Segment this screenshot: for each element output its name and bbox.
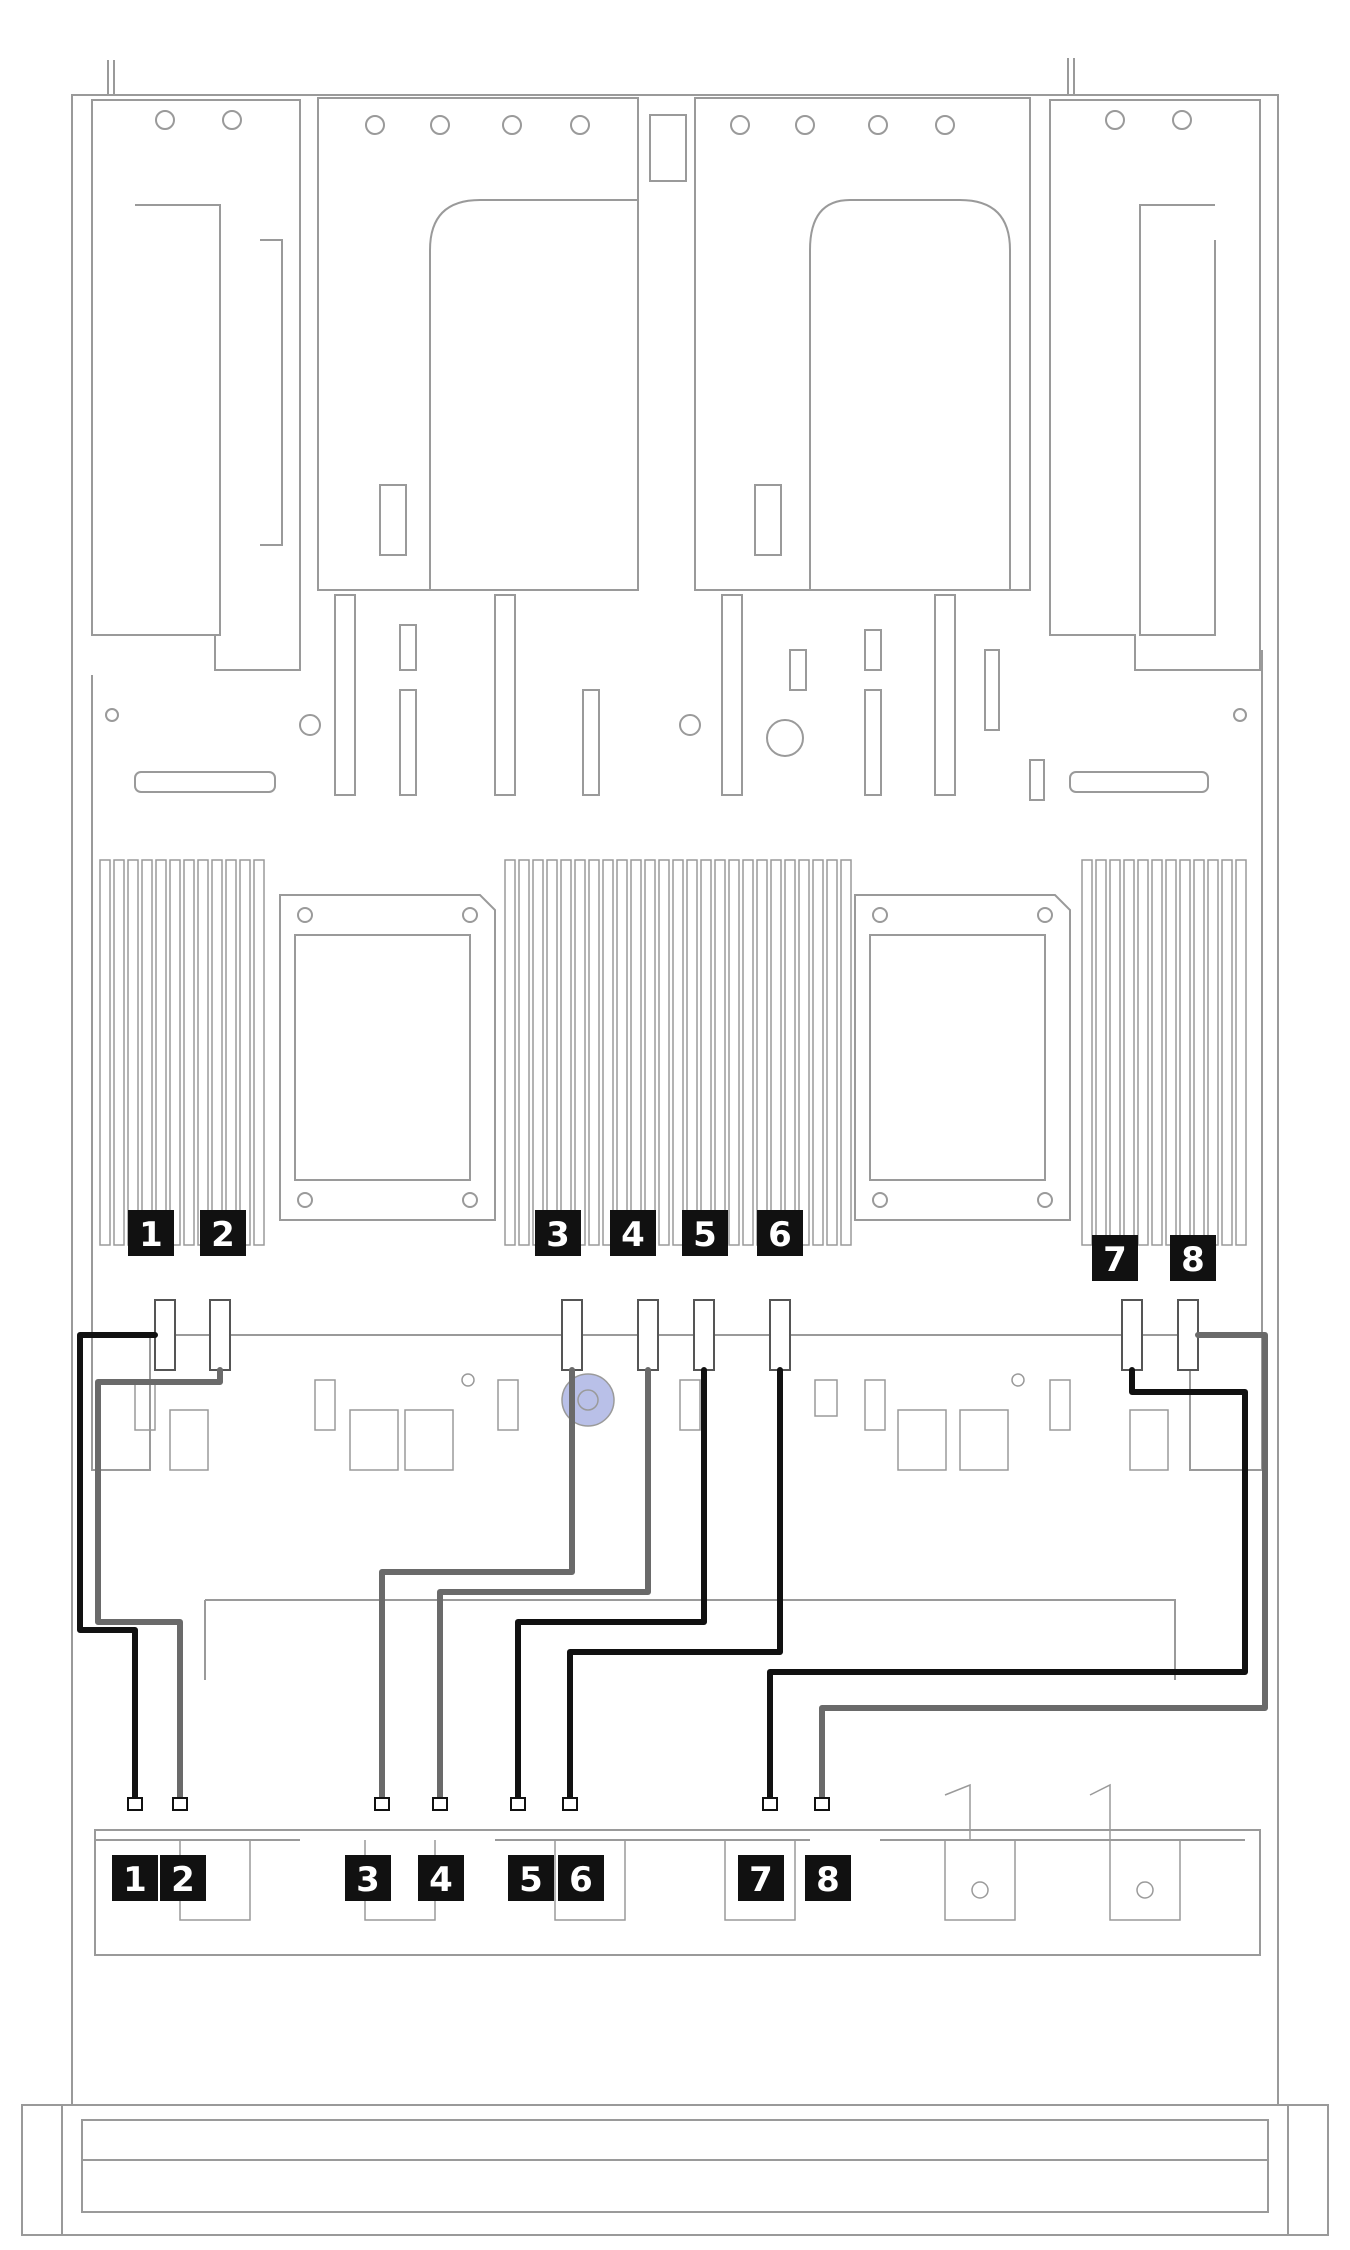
riser-cr-curve xyxy=(809,199,1011,590)
riser-cl-curve xyxy=(429,199,638,590)
cable-4 xyxy=(437,1367,651,1801)
cable-7 xyxy=(767,1367,1248,1801)
riser-cage-center-right xyxy=(694,97,1031,591)
riser-left-slot xyxy=(260,239,283,546)
riser-left-card xyxy=(135,204,221,636)
front-bezel xyxy=(21,2104,1329,2236)
mb-port-7 xyxy=(1121,1299,1143,1371)
mb-label-8: 8 xyxy=(1170,1235,1216,1281)
cable-3 xyxy=(379,1367,575,1801)
mb-label-6: 6 xyxy=(757,1210,803,1256)
mb-header-left xyxy=(134,771,276,793)
mb-port-6 xyxy=(769,1299,791,1371)
cable-5 xyxy=(515,1367,707,1801)
mb-standoff-r xyxy=(679,714,701,736)
mb-label-2: 2 xyxy=(200,1210,246,1256)
bp-label-1-text: 1 xyxy=(123,1860,147,1900)
motherboard xyxy=(91,594,1263,1680)
bp-label-8-text: 8 xyxy=(816,1860,840,1900)
mb-label-3-text: 3 xyxy=(546,1215,570,1255)
mb-header-right xyxy=(1069,771,1209,793)
mb-port-3 xyxy=(561,1299,583,1371)
backplane xyxy=(94,1783,1261,1956)
riser-cage-center-left xyxy=(317,97,639,591)
mb-label-1-text: 1 xyxy=(139,1215,163,1255)
bp-label-2: 2 xyxy=(160,1855,206,1901)
cpu-socket-1 xyxy=(279,894,496,1221)
mb-standoff-l xyxy=(299,714,321,736)
bp-label-3-text: 3 xyxy=(356,1860,380,1900)
bp-labels: 1 2 3 4 5 6 7 8 xyxy=(112,1855,851,1901)
bp-label-5: 5 xyxy=(508,1855,554,1901)
bp-label-4-text: 4 xyxy=(429,1860,453,1900)
fan-area-outline xyxy=(204,1599,1176,1680)
bp-port-3 xyxy=(374,1797,390,1811)
bp-label-6-text: 6 xyxy=(569,1860,593,1900)
dimm-bank-right xyxy=(1081,859,1247,1246)
bp-port-7 xyxy=(762,1797,778,1811)
cable-2 xyxy=(95,1367,223,1801)
mb-lower-connectors xyxy=(134,1373,1169,1471)
mb-screw-l xyxy=(105,708,119,722)
bp-label-7-text: 7 xyxy=(749,1860,773,1900)
bp-port-1 xyxy=(127,1797,143,1811)
mb-connector-blocks xyxy=(154,1299,1199,1371)
pcie-slots xyxy=(334,594,1045,801)
bp-label-7: 7 xyxy=(738,1855,784,1901)
drive-bay-latches xyxy=(179,1783,1181,1921)
bp-connector-tips xyxy=(127,1797,830,1811)
bp-port-8 xyxy=(814,1797,830,1811)
mb-label-5: 5 xyxy=(682,1210,728,1256)
bp-label-1: 1 xyxy=(112,1855,158,1901)
mb-label-7-text: 7 xyxy=(1103,1240,1127,1280)
mb-label-4: 4 xyxy=(610,1210,656,1256)
bp-label-4: 4 xyxy=(418,1855,464,1901)
mb-port-5 xyxy=(693,1299,715,1371)
cables xyxy=(77,1332,1268,1801)
riser-cages xyxy=(91,97,1261,671)
bp-label-5-text: 5 xyxy=(519,1860,543,1900)
mb-label-4-text: 4 xyxy=(621,1215,645,1255)
backplane-outline xyxy=(94,1829,1261,1956)
riser-tabs xyxy=(155,110,1192,135)
chassis-outline xyxy=(71,94,1279,2106)
dimm-bank-left xyxy=(99,859,265,1246)
mb-label-1: 1 xyxy=(128,1210,174,1256)
mb-label-7: 7 xyxy=(1092,1235,1138,1281)
riser-cl-latch xyxy=(379,484,407,556)
riser-cage-left xyxy=(91,99,301,671)
mb-label-3: 3 xyxy=(535,1210,581,1256)
cable-8 xyxy=(819,1332,1268,1801)
bp-label-3: 3 xyxy=(345,1855,391,1901)
motherboard-outline xyxy=(91,650,1263,1471)
riser-right-card xyxy=(1139,204,1216,636)
mb-label-5-text: 5 xyxy=(693,1215,717,1255)
bp-label-6: 6 xyxy=(558,1855,604,1901)
cable-6 xyxy=(567,1367,783,1801)
riser-cage-right xyxy=(1049,99,1261,671)
mb-labels: 1 2 3 4 5 6 7 8 xyxy=(128,1210,1216,1281)
mb-screw-r xyxy=(1233,708,1247,722)
bp-port-2 xyxy=(172,1797,188,1811)
chassis xyxy=(21,58,1329,2236)
bp-label-8: 8 xyxy=(805,1855,851,1901)
mb-label-6-text: 6 xyxy=(768,1215,792,1255)
bp-label-2-text: 2 xyxy=(171,1860,195,1900)
bp-port-5 xyxy=(510,1797,526,1811)
cable-1 xyxy=(77,1332,158,1801)
mb-label-2-text: 2 xyxy=(211,1215,235,1255)
bp-port-4 xyxy=(432,1797,448,1811)
mb-battery xyxy=(766,719,804,757)
riser-cr-latch xyxy=(754,484,782,556)
front-bezel-inner xyxy=(81,2119,1269,2213)
bp-port-6 xyxy=(562,1797,578,1811)
dimm-bank-center xyxy=(504,859,852,1246)
mb-label-8-text: 8 xyxy=(1181,1240,1205,1280)
riser-cl-bracket xyxy=(649,114,687,182)
mb-port-4 xyxy=(637,1299,659,1371)
cpu-socket-2 xyxy=(854,894,1071,1221)
mb-port-2 xyxy=(209,1299,231,1371)
